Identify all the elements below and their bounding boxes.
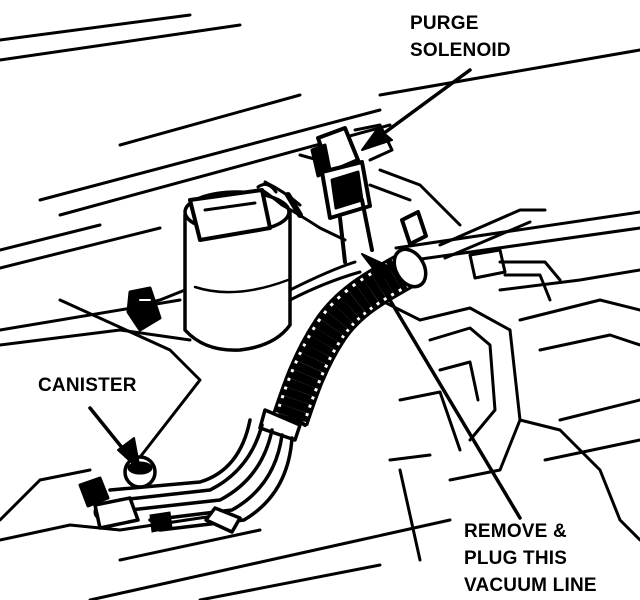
purge-label-line-1: PURGE: [410, 13, 479, 34]
canister-leader: [88, 406, 141, 471]
canister-to-solenoid-hose: [260, 180, 362, 302]
remove-plug-label: REMOVE & PLUG THIS VACUUM LINE: [464, 518, 597, 599]
canister-body: [183, 182, 292, 352]
canister-label: CANISTER: [38, 372, 137, 399]
hose-bundle: [108, 408, 302, 532]
purge-solenoid-label: PURGE SOLENOID: [410, 10, 511, 64]
remove-label-line-2: PLUG THIS: [464, 548, 568, 569]
canister-left-fitting: [126, 286, 187, 332]
lower-body: [88, 518, 452, 600]
corrugated-vacuum-hose: [271, 247, 428, 427]
engine-block: [378, 268, 640, 562]
purge-solenoid-leader: [361, 68, 472, 151]
purge-label-line-2: SOLENOID: [410, 40, 511, 61]
purge-solenoid-part: [298, 123, 394, 264]
remove-label-line-1: REMOVE &: [464, 521, 567, 542]
canister-fittings: [78, 455, 242, 534]
vacuum-line-leader: [361, 253, 522, 520]
right-vacuum-tubes: [368, 168, 640, 302]
remove-label-line-3: VACUUM LINE: [464, 575, 597, 596]
canister-label-text: CANISTER: [38, 375, 137, 396]
